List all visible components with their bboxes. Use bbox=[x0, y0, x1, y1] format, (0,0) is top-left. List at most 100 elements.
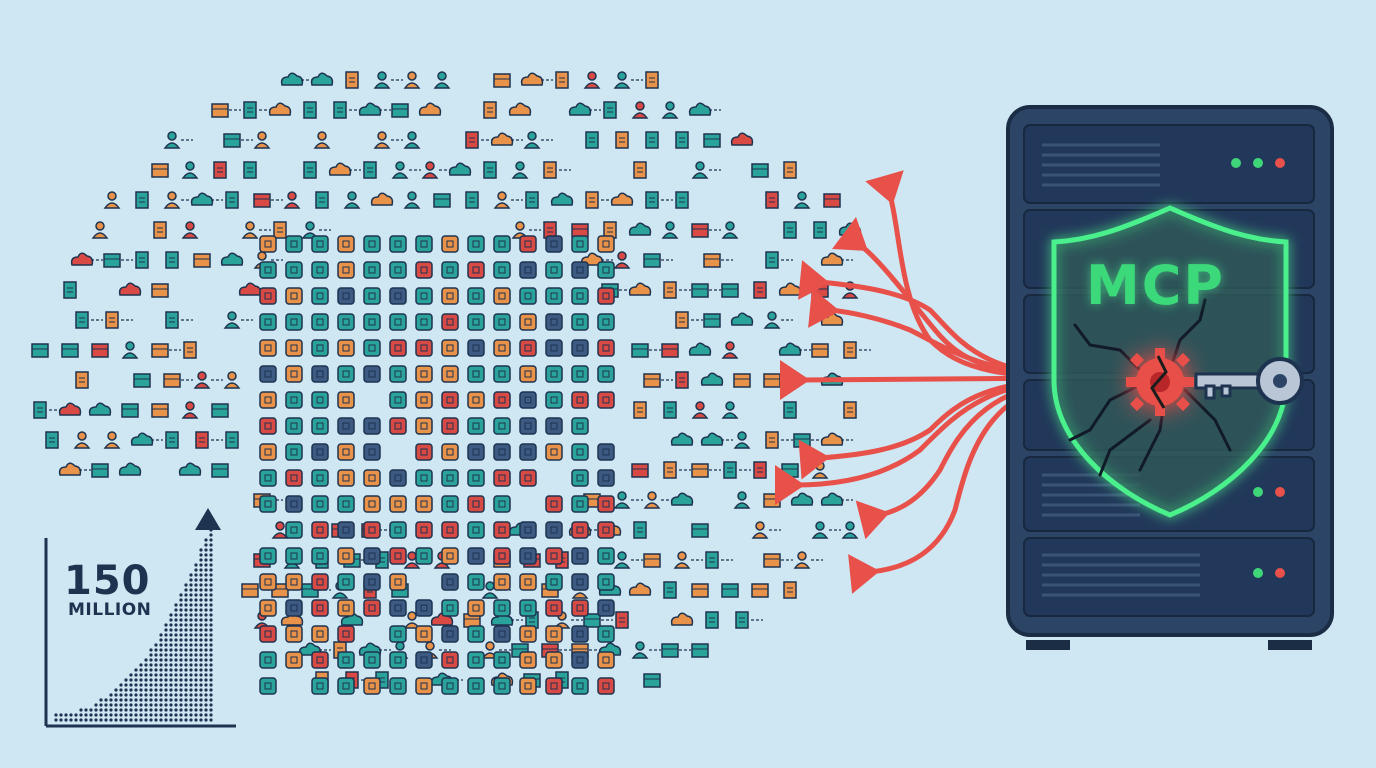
chart-dot bbox=[174, 603, 178, 607]
grid-tile-icon bbox=[545, 339, 563, 357]
grid-tile-icon bbox=[571, 677, 589, 695]
document-icon bbox=[525, 191, 539, 209]
grid-tile-icon bbox=[545, 443, 563, 461]
grid-tile-icon bbox=[493, 287, 511, 305]
user-icon bbox=[721, 221, 739, 239]
chart-dot bbox=[179, 638, 183, 642]
chart-dot bbox=[89, 713, 93, 717]
cloud-icon bbox=[790, 492, 814, 506]
grid-tile-icon bbox=[545, 261, 563, 279]
chart-dot bbox=[179, 618, 183, 622]
chart-dot bbox=[184, 628, 188, 632]
grid-tile-icon bbox=[285, 365, 303, 383]
user-icon bbox=[811, 521, 829, 539]
chart-dot bbox=[164, 713, 168, 717]
chart-dot bbox=[174, 658, 178, 662]
document-icon bbox=[303, 101, 317, 119]
chart-dot bbox=[204, 628, 208, 632]
document-icon bbox=[483, 101, 497, 119]
chart-dot bbox=[209, 673, 213, 677]
chart-dot bbox=[174, 668, 178, 672]
chart-dot bbox=[194, 668, 198, 672]
grid-tile-icon bbox=[545, 573, 563, 591]
grid-tile-icon bbox=[415, 261, 433, 279]
chart-dot bbox=[164, 643, 168, 647]
grid-tile-icon bbox=[467, 677, 485, 695]
grid-tile-icon bbox=[311, 573, 329, 591]
dot-bars bbox=[54, 523, 213, 722]
chart-dot bbox=[189, 618, 193, 622]
chart-dot bbox=[174, 613, 178, 617]
chart-dot bbox=[169, 673, 173, 677]
chart-dot bbox=[154, 648, 158, 652]
chart-dot bbox=[199, 628, 203, 632]
chart-dot bbox=[194, 593, 198, 597]
chart-dot bbox=[114, 698, 118, 702]
chart-dot bbox=[189, 643, 193, 647]
document-icon bbox=[555, 71, 569, 89]
user-icon bbox=[661, 221, 679, 239]
chart-dot bbox=[164, 678, 168, 682]
chart-dot bbox=[204, 663, 208, 667]
grid-tile-icon bbox=[519, 651, 537, 669]
document-icon bbox=[705, 611, 719, 629]
grid-tile-icon bbox=[363, 495, 381, 513]
chart-dot bbox=[209, 643, 213, 647]
user-icon bbox=[433, 71, 451, 89]
chart-dot bbox=[209, 663, 213, 667]
box-icon bbox=[151, 403, 169, 418]
grid-tile-icon bbox=[389, 677, 407, 695]
box-icon bbox=[661, 343, 679, 358]
grid-tile-icon bbox=[493, 547, 511, 565]
user-icon bbox=[403, 71, 421, 89]
grid-tile-icon bbox=[519, 261, 537, 279]
chart-dot bbox=[189, 648, 193, 652]
box-icon bbox=[691, 523, 709, 538]
chart-dot bbox=[199, 548, 203, 552]
grid-tile-icon bbox=[337, 235, 355, 253]
chart-dot bbox=[154, 703, 158, 707]
cloud-icon bbox=[670, 492, 694, 506]
box-icon bbox=[823, 193, 841, 208]
grid-tile-icon bbox=[285, 573, 303, 591]
user-icon bbox=[733, 491, 751, 509]
chart-dot bbox=[159, 703, 163, 707]
chart-dot bbox=[134, 698, 138, 702]
chart-dot bbox=[159, 678, 163, 682]
box-icon bbox=[61, 343, 79, 358]
chart-dot bbox=[174, 703, 178, 707]
chart-dot bbox=[174, 708, 178, 712]
chart-dot bbox=[84, 718, 88, 722]
user-icon bbox=[793, 551, 811, 569]
chart-dot bbox=[209, 588, 213, 592]
chart-dot bbox=[204, 638, 208, 642]
user-icon bbox=[223, 371, 241, 389]
chart-dot bbox=[199, 553, 203, 557]
grid-tile-icon bbox=[545, 625, 563, 643]
status-lights bbox=[1231, 158, 1285, 578]
chart-dot bbox=[194, 713, 198, 717]
chart-dot bbox=[174, 628, 178, 632]
chart-dot bbox=[154, 688, 158, 692]
user-icon bbox=[403, 131, 421, 149]
grid-tile-icon bbox=[311, 287, 329, 305]
chart-dot bbox=[209, 628, 213, 632]
grid-tile-icon bbox=[285, 287, 303, 305]
chart-dot bbox=[129, 713, 133, 717]
chart-dot bbox=[184, 693, 188, 697]
chart-dot bbox=[139, 698, 143, 702]
user-icon bbox=[643, 491, 661, 509]
document-icon bbox=[543, 161, 557, 179]
chart-dot bbox=[104, 703, 108, 707]
user-icon bbox=[91, 221, 109, 239]
grid-tile-icon bbox=[571, 391, 589, 409]
chart-dot bbox=[169, 703, 173, 707]
grid-tile-icon bbox=[571, 599, 589, 617]
box-icon bbox=[703, 253, 721, 268]
grid-tile-icon bbox=[467, 417, 485, 435]
chart-dot bbox=[159, 633, 163, 637]
grid-tile-icon bbox=[597, 287, 615, 305]
grid-tile-icon bbox=[519, 365, 537, 383]
box-icon bbox=[241, 583, 259, 598]
chart-dot bbox=[194, 698, 198, 702]
